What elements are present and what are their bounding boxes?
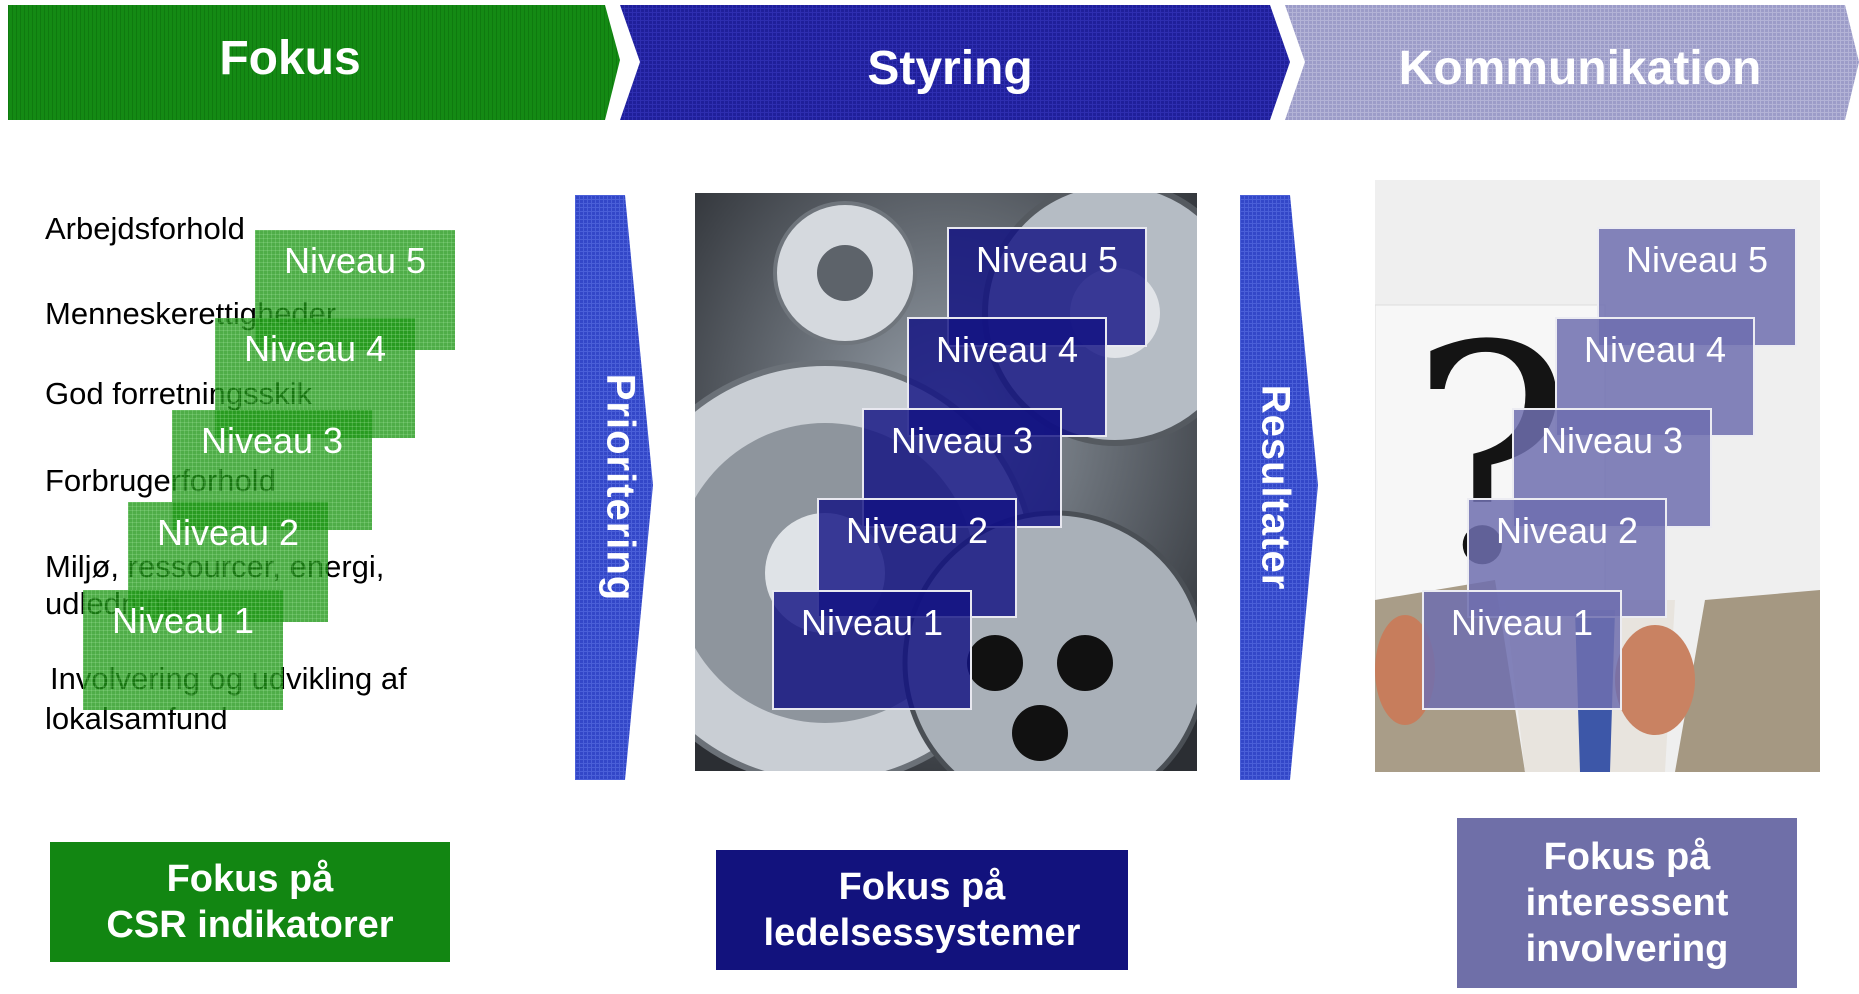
focus-csr-box: Fokus på CSR indikatorer <box>50 842 450 962</box>
focus-csr-line2: CSR indikatorer <box>106 904 394 946</box>
focus-management-box: Fokus på ledelsessystemer <box>716 850 1128 970</box>
green-level-5: Niveau 5 <box>255 230 455 350</box>
violet-level-1: Niveau 1 <box>1422 590 1622 710</box>
stage-kommunikation-chevron <box>1285 5 1859 120</box>
focus-csr-line1: Fokus på <box>166 858 334 900</box>
topic-item: Arbejdsforhold <box>45 211 245 246</box>
focus-management-line1: Fokus på <box>838 866 1006 908</box>
focus-stakeholder-box: Fokus på interessent involvering <box>1457 818 1797 988</box>
resultater-label: Resultater <box>1253 384 1298 591</box>
resultater-arrow <box>1240 195 1318 780</box>
stage-fokus-chevron <box>8 5 620 120</box>
green-level-1: Niveau 1 <box>83 590 283 710</box>
focus-management-line2: ledelsessystemer <box>763 912 1081 954</box>
stage-label-fokus: Fokus <box>219 32 361 85</box>
focus-stakeholder-line2: interessent <box>1525 882 1729 924</box>
stage-chevrons <box>8 5 1859 120</box>
green-level-3: Niveau 3 <box>172 410 372 530</box>
prioritering-label: Prioritering <box>598 373 643 602</box>
stage-label-styring: Styring <box>867 42 1033 95</box>
green-level-4: Niveau 4 <box>215 318 415 438</box>
focus-stakeholder-line1: Fokus på <box>1543 836 1711 878</box>
prioritering-arrow <box>575 195 653 780</box>
violet-level-5: Niveau 5 <box>1597 227 1797 347</box>
stage-styring-chevron <box>620 5 1290 120</box>
focus-stakeholder-line3: involvering <box>1525 928 1729 970</box>
stage-label-kommunikation: Kommunikation <box>1398 42 1762 95</box>
navy-level-1: Niveau 1 <box>772 590 972 710</box>
